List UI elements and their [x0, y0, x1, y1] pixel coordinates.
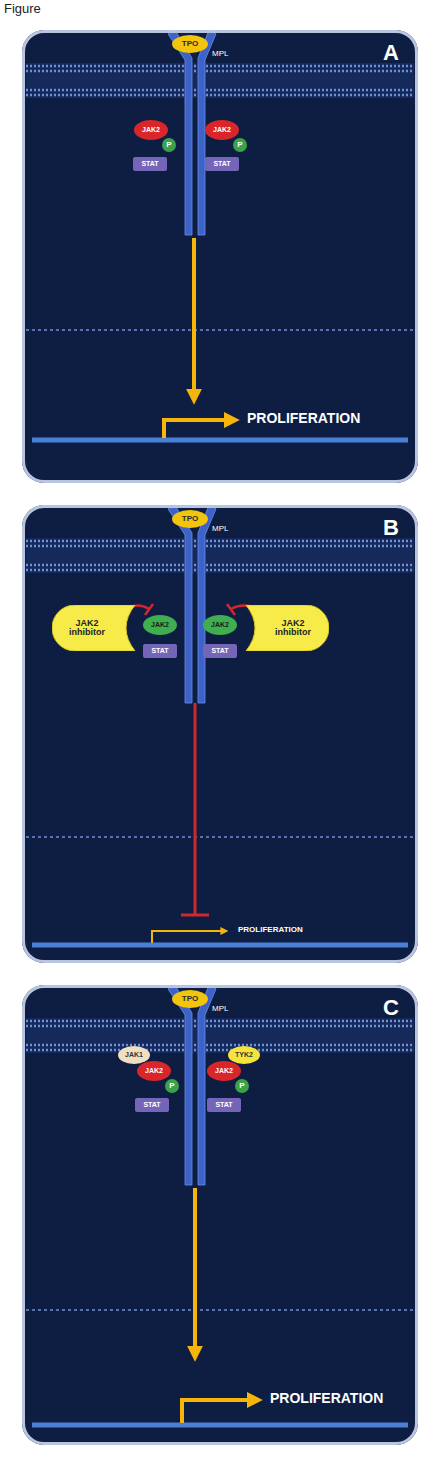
node-text: STAT	[143, 1101, 160, 1108]
stat-box: STAT	[135, 1098, 169, 1112]
panel-letter: C	[383, 996, 399, 1019]
cell-membrane	[26, 538, 414, 573]
receptor-chain	[198, 505, 216, 703]
node-text: P	[237, 141, 242, 149]
panel-letter: A	[383, 41, 399, 64]
outcome-label: PROLIFERATION	[247, 411, 360, 426]
node-text: TPO	[182, 995, 198, 1003]
node-text: TYK2	[235, 1051, 253, 1058]
ligand-ellipse: TPO	[172, 990, 208, 1008]
panel-ground	[22, 985, 418, 1445]
stat-box: STAT	[143, 644, 177, 658]
kinase-ellipse: JAK2	[205, 120, 239, 140]
outcome-label: PROLIFERATION	[270, 1391, 383, 1406]
outcome-label: PROLIFERATION	[238, 926, 303, 935]
node-text: JAK2	[215, 1067, 233, 1074]
node-text: JAK1	[125, 1051, 143, 1058]
inhibitor-shape: JAK2 inhibitor	[52, 605, 137, 651]
receptor-chain	[168, 30, 192, 235]
kinase-ellipse: JAK2	[207, 1061, 241, 1081]
kinase-ellipse: JAK2	[203, 615, 237, 635]
ligand-ellipse: TPO	[172, 510, 208, 528]
figure-panel: TPO JAK1JAK2P TYK2JAK2P STAT STAT C	[22, 985, 418, 1445]
node-text: STAT	[141, 160, 158, 167]
stat-box: STAT	[203, 644, 237, 658]
nuclear-membrane	[26, 836, 414, 838]
inhibition-mark	[126, 604, 258, 615]
promoter-arrow	[152, 931, 222, 943]
dna-strand	[32, 943, 408, 948]
node-text: STAT	[211, 647, 228, 654]
node-text: JAK2	[151, 621, 169, 628]
phosphate-circle: P	[165, 1079, 179, 1093]
kinase-ellipse: JAK2	[143, 615, 177, 635]
stat-box: STAT	[207, 1098, 241, 1112]
figure-caption: Figure	[4, 2, 41, 16]
blocked-signal-line	[194, 703, 197, 915]
node-text: P	[169, 1082, 174, 1090]
signal-arrow	[192, 238, 196, 392]
node-text: STAT	[151, 647, 168, 654]
node-text: JAK2	[142, 126, 160, 133]
inhibitor-outline	[246, 605, 329, 651]
node-text: STAT	[215, 1101, 232, 1108]
node-text: TPO	[182, 40, 198, 48]
membrane-dots	[26, 541, 414, 570]
nuclear-membrane	[26, 1309, 414, 1311]
kinase-ellipse: JAK2	[137, 1061, 171, 1081]
panel-ground	[22, 30, 418, 483]
panel-ground	[22, 505, 418, 963]
receptor-name: MPL	[212, 50, 228, 59]
cell-membrane	[26, 1018, 414, 1053]
inhibition-bar	[181, 914, 209, 917]
node-text: P	[239, 1082, 244, 1090]
node-text: JAK2 inhibitor	[64, 619, 110, 638]
promoter-arrow	[164, 420, 227, 438]
node-text: P	[166, 141, 171, 149]
receptor-chain	[168, 505, 192, 703]
nuclear-membrane	[26, 329, 414, 331]
dna-strand	[32, 438, 408, 443]
membrane-dots	[26, 66, 414, 95]
stat-box: STAT	[133, 157, 167, 171]
ligand-ellipse: TPO	[172, 35, 208, 53]
membrane-dots	[26, 1021, 414, 1050]
node-text: JAK2 inhibitor	[270, 619, 316, 638]
stat-box: STAT	[205, 157, 239, 171]
dna-strand	[32, 1423, 408, 1428]
inhibitor-outline	[52, 605, 135, 651]
promoter-arrow	[182, 1400, 250, 1423]
node-text: TPO	[182, 515, 198, 523]
phosphate-circle: P	[162, 138, 176, 152]
figure-panel: TPO JAK2 inhibitor JAK2 JAK2 JAK2 inhibitorS…	[22, 505, 418, 963]
panel-letter: B	[383, 516, 399, 539]
kinase-ellipse: JAK2	[134, 120, 168, 140]
receptor-name: MPL	[212, 525, 228, 534]
receptor-chain	[168, 985, 192, 1185]
receptor-name: MPL	[212, 1005, 228, 1014]
node-text: JAK2	[213, 126, 231, 133]
inhibitor-shape: JAK2 inhibitor	[244, 605, 329, 651]
signal-arrow	[193, 1188, 197, 1349]
cell-membrane	[26, 63, 414, 98]
node-text: STAT	[213, 160, 230, 167]
phosphate-circle: P	[233, 138, 247, 152]
phosphate-circle: P	[235, 1079, 249, 1093]
receptor-chain	[198, 985, 216, 1185]
kinase-ellipse: TYK2	[228, 1046, 260, 1064]
node-text: JAK2	[211, 621, 229, 628]
node-text: JAK2	[145, 1067, 163, 1074]
